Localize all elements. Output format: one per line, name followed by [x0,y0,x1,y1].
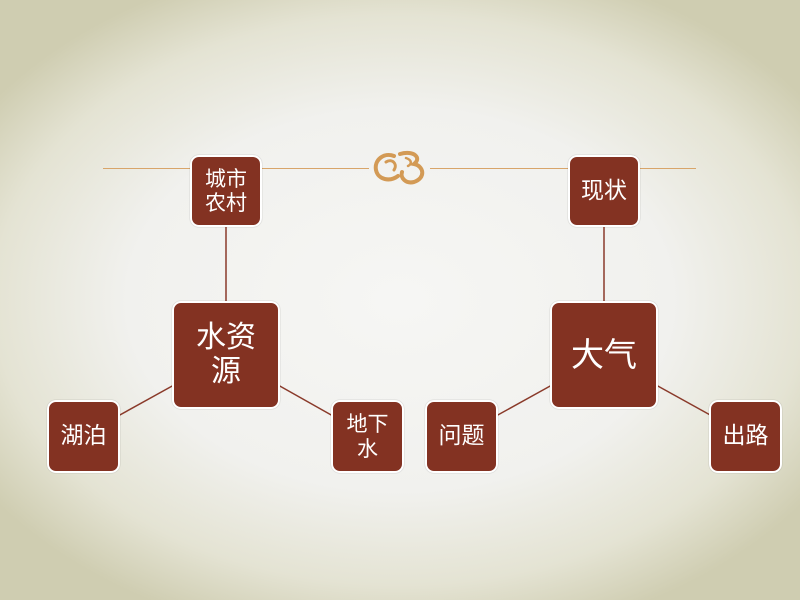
node-solutions: 出路 [709,400,782,473]
node-urban-rural: 城市 农村 [190,155,262,227]
flourish-ornament-icon [373,151,425,185]
node-problems: 问题 [425,400,498,473]
connector-right-left [495,384,553,417]
connector-right-right [655,384,713,417]
node-status: 现状 [568,155,640,227]
connector-left-right [277,384,334,417]
decorative-line-right [430,168,696,169]
node-lakes: 湖泊 [47,400,120,473]
connector-left-left [117,384,175,417]
node-atmosphere: 大气 [550,301,658,409]
node-water-resources: 水资 源 [172,301,280,409]
node-groundwater: 地下 水 [331,400,404,473]
